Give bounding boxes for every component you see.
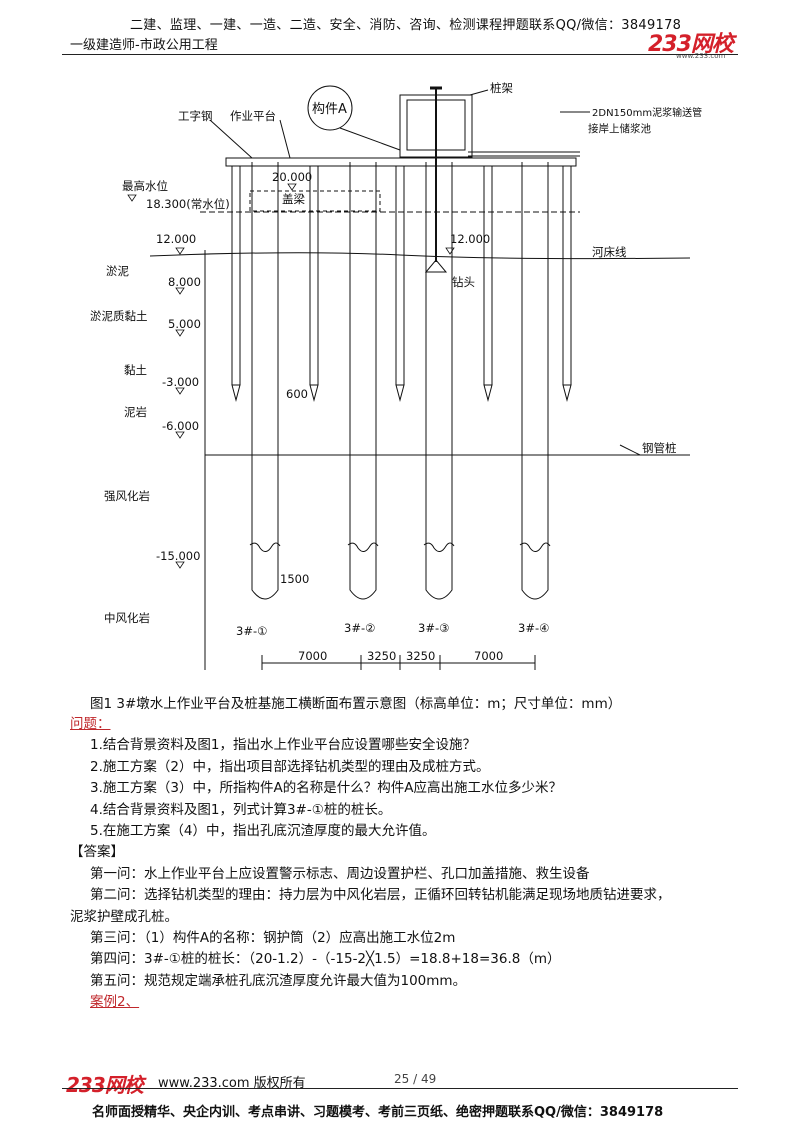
label-pipe: 2DN150mm泥浆输送管 (592, 106, 702, 119)
dim-label-4: 7000 (474, 649, 503, 663)
label-platform: 作业平台 (230, 109, 276, 123)
footer-contact-line: 名师面授精华、央企内训、考点串讲、习题模考、考前三页纸、绝密押题联系QQ/微信：… (92, 1105, 664, 1120)
label-elev-20: 20.000 (272, 170, 312, 184)
questions-title: 问题： (70, 716, 111, 732)
label-dim-1500: 1500 (280, 572, 309, 586)
figure-caption: 图1 3#墩水上作业平台及桩基施工横断面布置示意图（标高单位：m；尺寸单位：mm… (90, 696, 622, 712)
pile-section-diagram: 工字钢 作业平台 构件A 桩架 2DN150mm泥浆输送管 接岸上储浆池 20.… (90, 81, 702, 670)
answer-1: 第一问：水上作业平台上应设置警示标志、周边设置护栏、孔口加盖措施、救生设备 (90, 865, 590, 882)
answer-3: 第三问：（1）构件A的名称：钢护筒（2）应高出施工水位2m (90, 930, 456, 947)
pile-label-2: 3#-② (344, 621, 375, 635)
pile-label-1: 3#-① (236, 624, 267, 638)
header-contact-line: 二建、监理、一建、一造、二造、安全、消防、咨询、检测课程押题联系QQ/微信：38… (130, 18, 682, 33)
question-5: 5.在施工方案（4）中，指出孔底沉渣厚度的最大允许值。 (90, 823, 436, 840)
stratum-name-4: 强风化岩 (104, 489, 150, 503)
stratum-name-1: 淤泥质黏土 (90, 309, 148, 323)
label-max-water: 最高水位 (122, 179, 168, 193)
answer-2b: 泥浆护壁成孔桩。 (70, 908, 178, 925)
dim-label-2: 3250 (367, 649, 396, 663)
label-cap-beam: 盖梁 (282, 192, 305, 206)
cap-beam (249, 190, 381, 212)
label-elev-183: 18.300(常水位) (146, 197, 230, 211)
label-riverbed: 河床线 (592, 245, 627, 259)
dim-label-1: 7000 (298, 649, 327, 663)
answer-5: 第五问：规范规定端承桩孔底沉渣厚度允许最大值为100mm。 (90, 972, 467, 989)
stratum-name-3: 泥岩 (124, 405, 147, 419)
label-pool: 接岸上储浆池 (588, 122, 651, 135)
next-case-title: 案例2、 (90, 994, 140, 1011)
label-dim-600: 600 (286, 387, 308, 401)
label-component-a: 构件A (312, 102, 347, 117)
work-platform (225, 157, 577, 167)
header-subject: 一级建造师-市政公用工程 (70, 38, 218, 53)
question-answer-block: 问题： 1.结合背景资料及图1，指出水上作业平台应设置哪些安全设施？ 2.施工方… (70, 714, 740, 1014)
pile-label-3: 3#-③ (418, 621, 449, 635)
question-4: 4.结合背景资料及图1，列式计算3#-①桩的桩长。 (90, 801, 392, 818)
footer-logo: 233网校 (66, 1073, 144, 1097)
stratum-elev-0: 8.000 (168, 275, 201, 289)
label-gongzigang: 工字钢 (178, 109, 213, 123)
stratum-name-5: 中风化岩 (104, 611, 150, 625)
footer-site: www.233.com 版权所有 (158, 1076, 306, 1091)
stratum-name-0: 淤泥 (106, 264, 129, 278)
drill-head-shape (424, 259, 448, 273)
stratum-name-2: 黏土 (124, 363, 147, 377)
label-elev-12-right: 12.000 (450, 232, 490, 246)
label-pile-frame: 桩架 (490, 81, 513, 95)
answer-2a: 第二问：选择钻机类型的理由：持力层为中风化岩层，正循环回转钻机能满足现场地质钻进… (90, 887, 671, 904)
page-number: 25 / 49 (394, 1072, 437, 1086)
component-a-circle (307, 85, 353, 131)
label-steel-pile: 钢管桩 (642, 441, 677, 455)
stratum-elev-4: -15.000 (156, 549, 200, 563)
dim-label-3: 3250 (406, 649, 435, 663)
label-elev-12-left: 12.000 (156, 232, 196, 246)
stratum-elev-1: 5.000 (168, 317, 201, 331)
question-2: 2.施工方案（2）中，指出项目部选择钻机类型的理由及成桩方式。 (90, 758, 490, 775)
riverbed-line (149, 252, 691, 260)
steel-pipe-piles (231, 166, 572, 402)
stratum-elev-3: -6.000 (162, 419, 199, 433)
stratum-elev-2: -3.000 (162, 375, 199, 389)
bored-piles (249, 162, 551, 600)
question-3: 3.施工方案（3）中，所指构件A的名称是什么？构件A应高出施工水位多少米？ (90, 780, 562, 797)
footer-divider (62, 1088, 738, 1089)
header-divider (62, 54, 738, 55)
answer-4: 第四问：3#-①桩的桩长：（20-1.2）-（-15-2╳1.5）=18.8+1… (90, 951, 561, 968)
question-1: 1.结合背景资料及图1，指出水上作业平台应设置哪些安全设施？ (90, 737, 476, 754)
pile-label-4: 3#-④ (518, 621, 549, 635)
answer-title: 【答案】 (70, 844, 124, 861)
label-drill-head: 钻头 (452, 275, 475, 289)
